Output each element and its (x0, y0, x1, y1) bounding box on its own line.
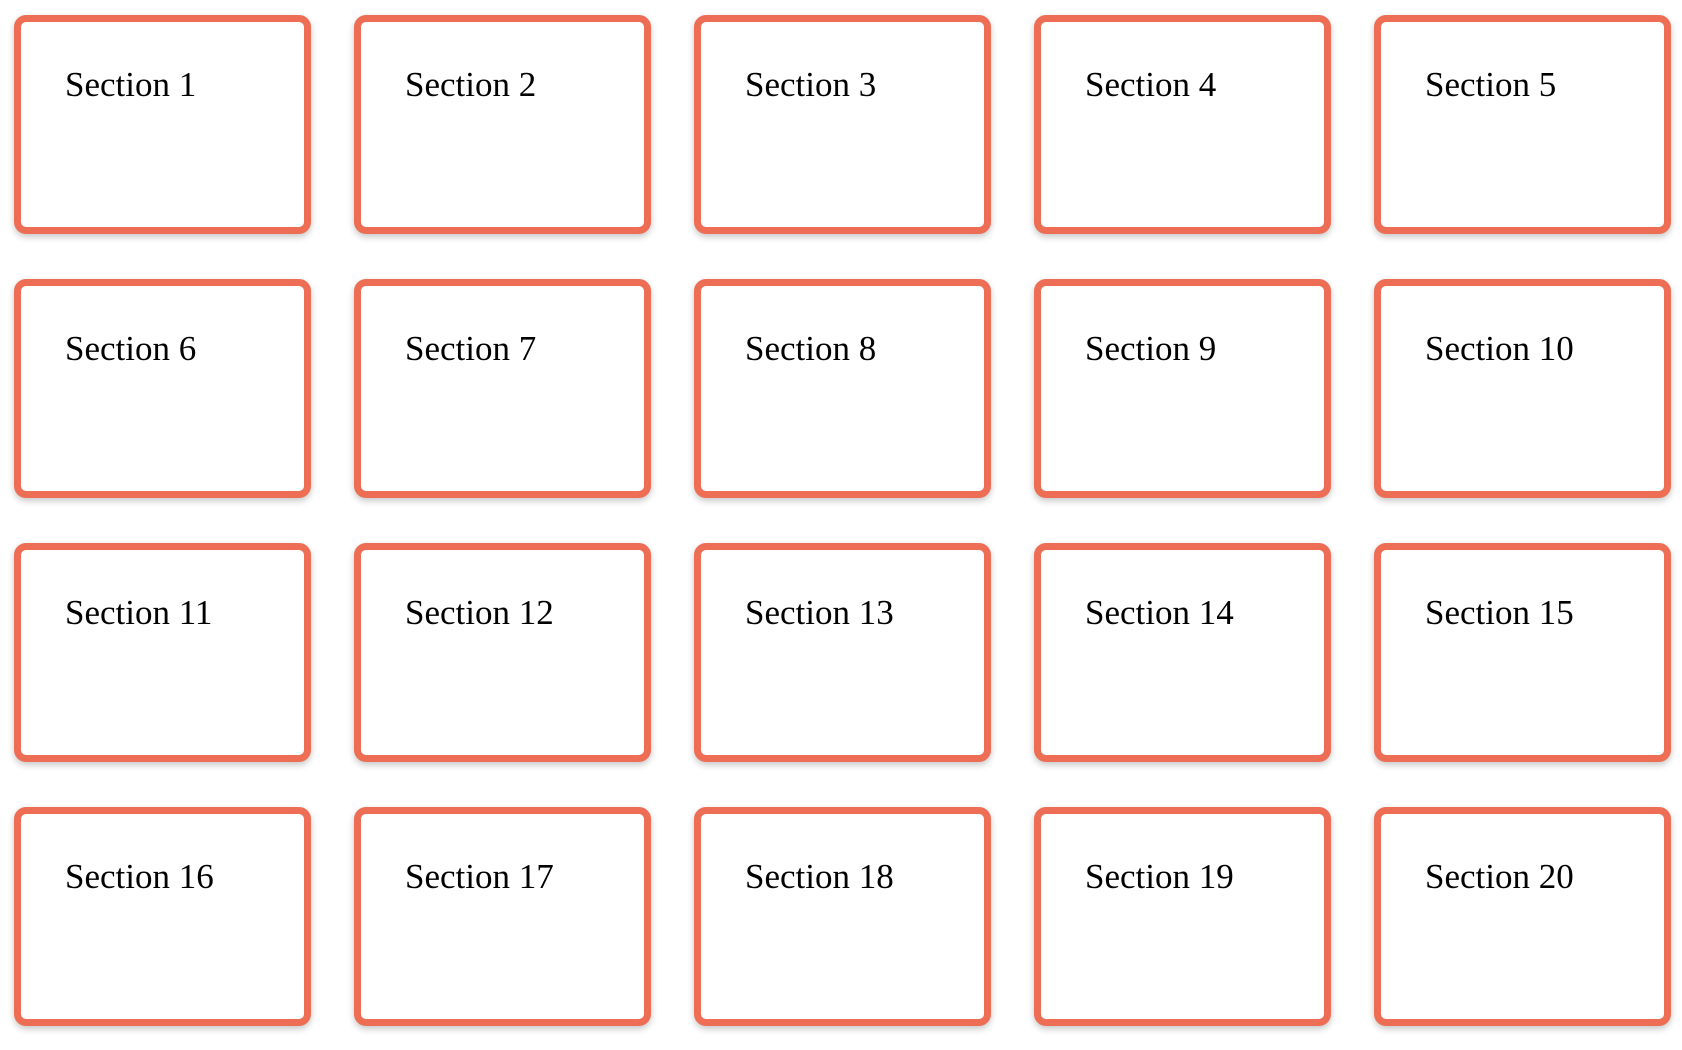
section-title: Section 14 (1085, 593, 1234, 632)
section-title: Section 15 (1425, 593, 1574, 632)
section-title: Section 9 (1085, 329, 1217, 368)
section-title: Section 12 (405, 593, 554, 632)
section-title: Section 4 (1085, 65, 1217, 104)
section-title: Section 3 (745, 65, 877, 104)
section-card-18: Section 18 (694, 807, 991, 1026)
section-card-2: Section 2 (354, 15, 651, 234)
section-card-13: Section 13 (694, 543, 991, 762)
section-title: Section 13 (745, 593, 894, 632)
section-card-19: Section 19 (1034, 807, 1331, 1026)
section-title: Section 2 (405, 65, 537, 104)
section-title: Section 10 (1425, 329, 1574, 368)
section-title: Section 1 (65, 65, 197, 104)
section-card-6: Section 6 (14, 279, 311, 498)
section-card-3: Section 3 (694, 15, 991, 234)
section-card-11: Section 11 (14, 543, 311, 762)
section-title: Section 5 (1425, 65, 1557, 104)
section-title: Section 11 (65, 593, 213, 632)
section-title: Section 20 (1425, 857, 1574, 896)
section-card-1: Section 1 (14, 15, 311, 234)
section-card-16: Section 16 (14, 807, 311, 1026)
section-title: Section 18 (745, 857, 894, 896)
section-card-20: Section 20 (1374, 807, 1671, 1026)
section-title: Section 19 (1085, 857, 1234, 896)
section-card-9: Section 9 (1034, 279, 1331, 498)
section-title: Section 7 (405, 329, 537, 368)
section-card-10: Section 10 (1374, 279, 1671, 498)
section-card-15: Section 15 (1374, 543, 1671, 762)
section-title: Section 8 (745, 329, 877, 368)
section-card-5: Section 5 (1374, 15, 1671, 234)
section-title: Section 17 (405, 857, 554, 896)
section-card-7: Section 7 (354, 279, 651, 498)
section-card-17: Section 17 (354, 807, 651, 1026)
section-title: Section 16 (65, 857, 214, 896)
section-card-8: Section 8 (694, 279, 991, 498)
sections-grid: Section 1 Section 2 Section 3 Section 4 … (14, 15, 1671, 1026)
section-card-14: Section 14 (1034, 543, 1331, 762)
section-title: Section 6 (65, 329, 197, 368)
section-card-4: Section 4 (1034, 15, 1331, 234)
section-card-12: Section 12 (354, 543, 651, 762)
